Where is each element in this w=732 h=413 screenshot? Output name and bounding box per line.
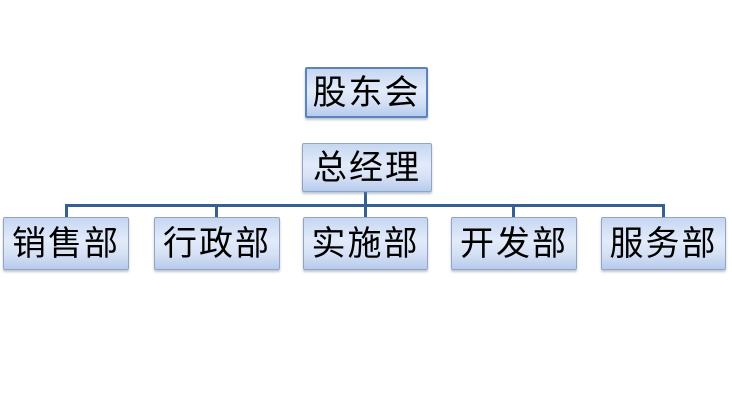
connector-drop-sales (65, 204, 68, 217)
org-box-dept-implementation-label: 实施部 (311, 223, 420, 264)
org-box-general-manager-label: 总经理 (313, 147, 421, 188)
connector-horizontal-bus (65, 204, 665, 207)
org-box-dept-sales: 销售部 (3, 217, 129, 270)
connector-drop-service (662, 204, 665, 217)
org-box-general-manager: 总经理 (302, 143, 432, 192)
org-box-dept-sales-label: 销售部 (12, 223, 120, 264)
connector-drop-development (512, 204, 515, 217)
org-box-dept-service-label: 服务部 (609, 223, 718, 264)
org-box-dept-service: 服务部 (601, 217, 726, 270)
connector-drop-admin (215, 204, 218, 217)
org-box-dept-admin-label: 行政部 (163, 223, 271, 264)
org-box-shareholders: 股东会 (305, 67, 428, 118)
org-box-shareholders-label: 股东会 (312, 72, 421, 113)
org-box-dept-development: 开发部 (451, 217, 577, 270)
org-box-dept-development-label: 开发部 (460, 223, 568, 264)
org-box-dept-implementation: 实施部 (303, 217, 428, 270)
org-box-dept-admin: 行政部 (154, 217, 280, 270)
